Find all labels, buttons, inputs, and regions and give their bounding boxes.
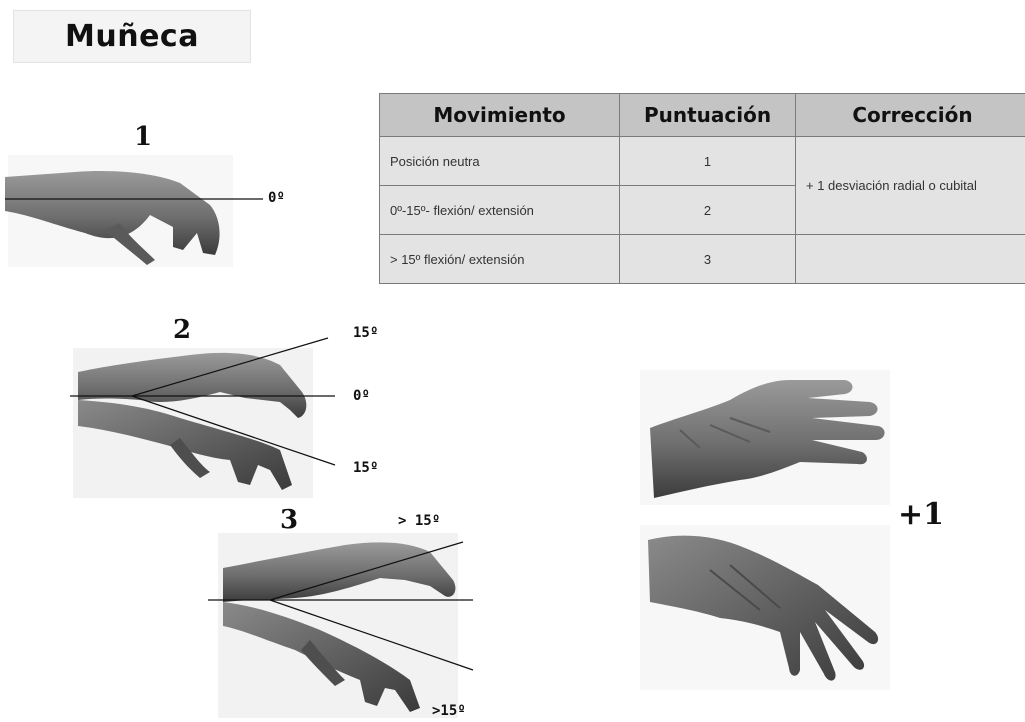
figure-1-number: 1: [134, 122, 152, 152]
table-row: > 15º flexión/ extensión 3: [380, 235, 1025, 284]
table-row: Posición neutra 1 + 1 desviación radial …: [380, 137, 1025, 186]
movement-cell: 0º-15º- flexión/ extensión: [380, 186, 620, 235]
flexion-extension-over-15-hand-image: [205, 530, 480, 720]
score-cell: 3: [620, 235, 796, 284]
column-header-movement: Movimiento: [380, 94, 620, 137]
radial-ulnar-deviation-hands-image: [640, 370, 895, 690]
score-cell: 2: [620, 186, 796, 235]
deviation-plus-one-label: +1: [898, 497, 944, 532]
score-cell: 1: [620, 137, 796, 186]
figure-3-angle-top-label: > 15º: [398, 513, 440, 529]
figure-3-angle-bottom-label: >15º: [432, 703, 466, 719]
title-box: Muñeca: [13, 10, 251, 63]
column-header-score: Puntuación: [620, 94, 796, 137]
correction-empty-cell: [796, 235, 1025, 284]
table-header-row: Movimiento Puntuación Corrección: [380, 94, 1025, 137]
movement-cell: > 15º flexión/ extensión: [380, 235, 620, 284]
figure-2-angle-mid-label: 0º: [353, 388, 370, 404]
wrist-score-table: Movimiento Puntuación Corrección Posició…: [379, 93, 1025, 284]
column-header-correction: Corrección: [796, 94, 1025, 137]
flexion-extension-15-hand-image: [70, 320, 345, 500]
figure-1-angle-label: 0º: [268, 190, 285, 206]
figure-2-angle-bottom-label: 15º: [353, 460, 378, 476]
neutral-wrist-hand-image: [5, 155, 265, 270]
figure-2-angle-top-label: 15º: [353, 325, 378, 341]
correction-cell: + 1 desviación radial o cubital: [796, 137, 1025, 235]
page-title: Muñeca: [65, 19, 199, 54]
movement-cell: Posición neutra: [380, 137, 620, 186]
